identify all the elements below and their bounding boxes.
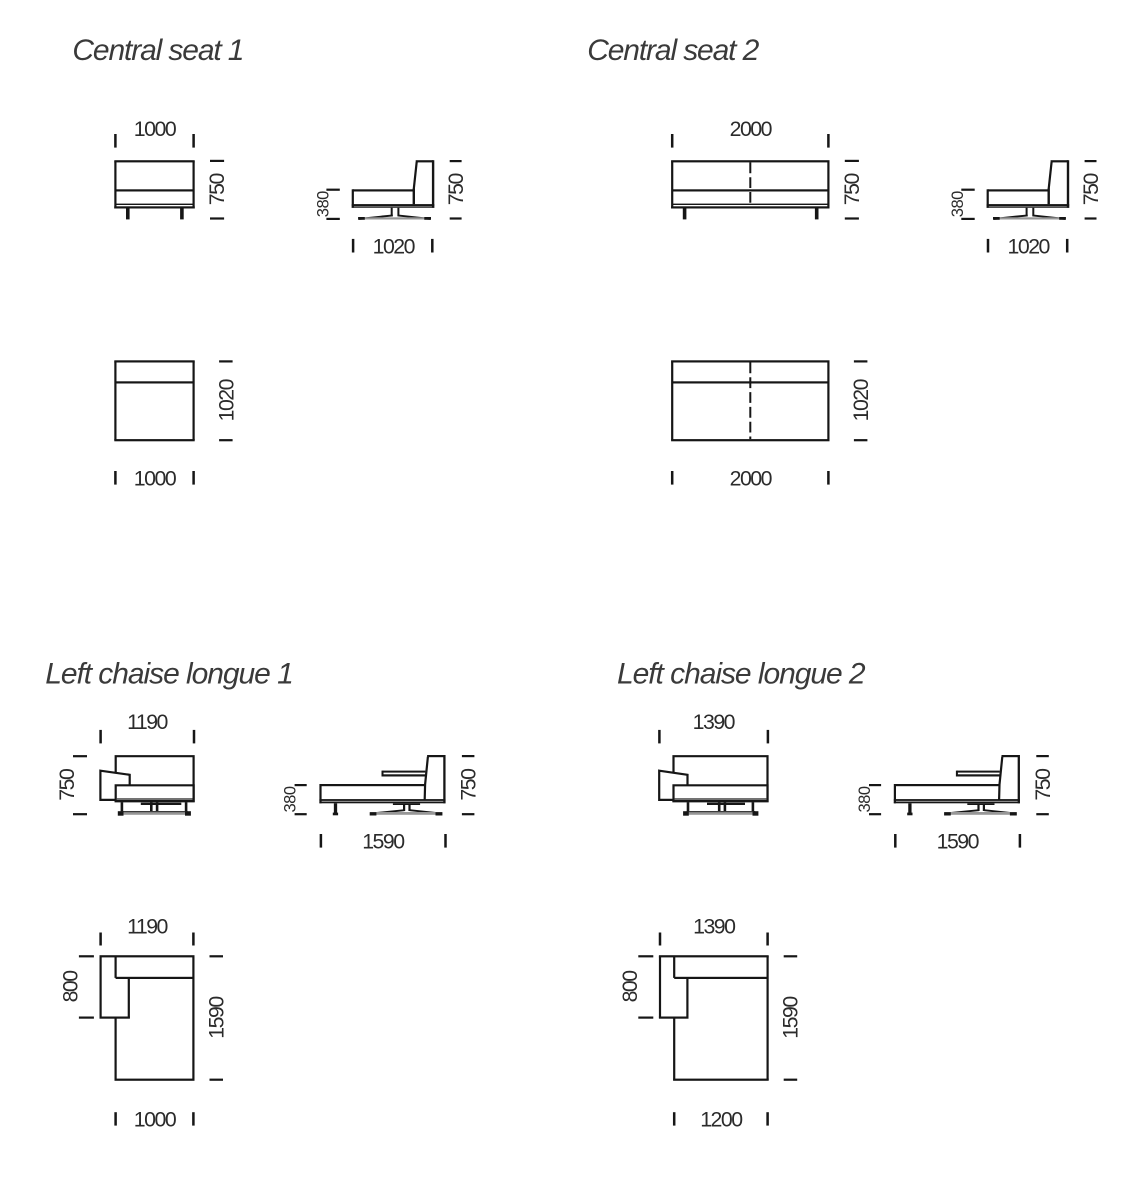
svg-text:1000: 1000 <box>134 117 177 141</box>
svg-text:380: 380 <box>856 786 874 812</box>
svg-text:800: 800 <box>618 970 642 1003</box>
svg-text:750: 750 <box>1079 173 1103 206</box>
svg-text:Central seat 1: Central seat 1 <box>72 34 243 67</box>
svg-text:380: 380 <box>314 191 332 217</box>
svg-text:750: 750 <box>205 173 229 206</box>
svg-text:1200: 1200 <box>700 1108 743 1132</box>
svg-text:1590: 1590 <box>778 996 802 1039</box>
svg-text:750: 750 <box>1031 768 1055 801</box>
svg-text:Central seat 2: Central seat 2 <box>587 34 759 67</box>
svg-text:1390: 1390 <box>693 710 736 734</box>
svg-text:800: 800 <box>59 970 83 1003</box>
svg-text:1390: 1390 <box>693 914 736 938</box>
svg-text:750: 750 <box>840 173 864 206</box>
svg-text:750: 750 <box>444 173 468 206</box>
svg-text:1190: 1190 <box>127 914 168 938</box>
svg-text:1000: 1000 <box>134 1108 177 1132</box>
svg-text:380: 380 <box>281 786 299 812</box>
svg-text:1000: 1000 <box>134 466 177 490</box>
svg-text:750: 750 <box>55 768 79 801</box>
svg-text:1020: 1020 <box>849 378 873 421</box>
svg-text:380: 380 <box>949 191 967 217</box>
svg-text:750: 750 <box>457 768 481 801</box>
svg-text:1590: 1590 <box>937 829 980 853</box>
svg-text:Left chaise longue 1: Left chaise longue 1 <box>45 657 293 690</box>
svg-text:Left chaise longue 2: Left chaise longue 2 <box>617 657 866 690</box>
svg-text:1020: 1020 <box>373 234 416 258</box>
svg-text:2000: 2000 <box>730 117 773 141</box>
svg-text:2000: 2000 <box>730 466 773 490</box>
svg-text:1590: 1590 <box>362 829 405 853</box>
svg-text:1020: 1020 <box>214 378 238 421</box>
svg-text:1020: 1020 <box>1008 234 1051 258</box>
svg-text:1590: 1590 <box>204 996 228 1039</box>
svg-text:1190: 1190 <box>127 710 168 734</box>
